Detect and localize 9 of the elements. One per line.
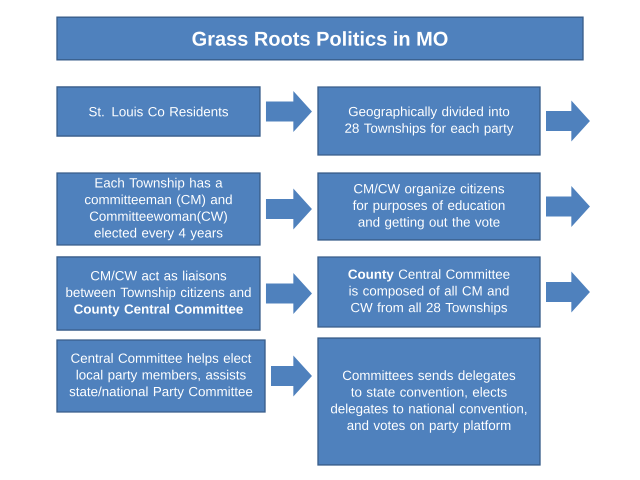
process-box: St. Louis Co Residents <box>56 86 261 137</box>
process-box: Committees sends delegates to state convention, elects delegates to national convention, and votes on party platform <box>317 337 541 466</box>
process-box: Each Township has a committeeman (CM) and Committeewoman(CW) elected every 4 years <box>56 172 261 246</box>
process-box: County Central Committee is composed of all CM and CW from all 28 Townships <box>317 256 541 328</box>
process-box: CM/CW organize citizens for purposes of education and getting out the vote <box>317 172 541 241</box>
process-box: CM/CW act as liaisons between Township citizens and County Central Committee <box>56 256 261 331</box>
title-banner: Grass Roots Politics in MO <box>56 16 584 61</box>
process-box: Geographically divided into 28 Townships for each party <box>317 86 541 156</box>
process-box: Central Committee helps elect local party members, assists state/national Party Committee <box>56 339 266 413</box>
